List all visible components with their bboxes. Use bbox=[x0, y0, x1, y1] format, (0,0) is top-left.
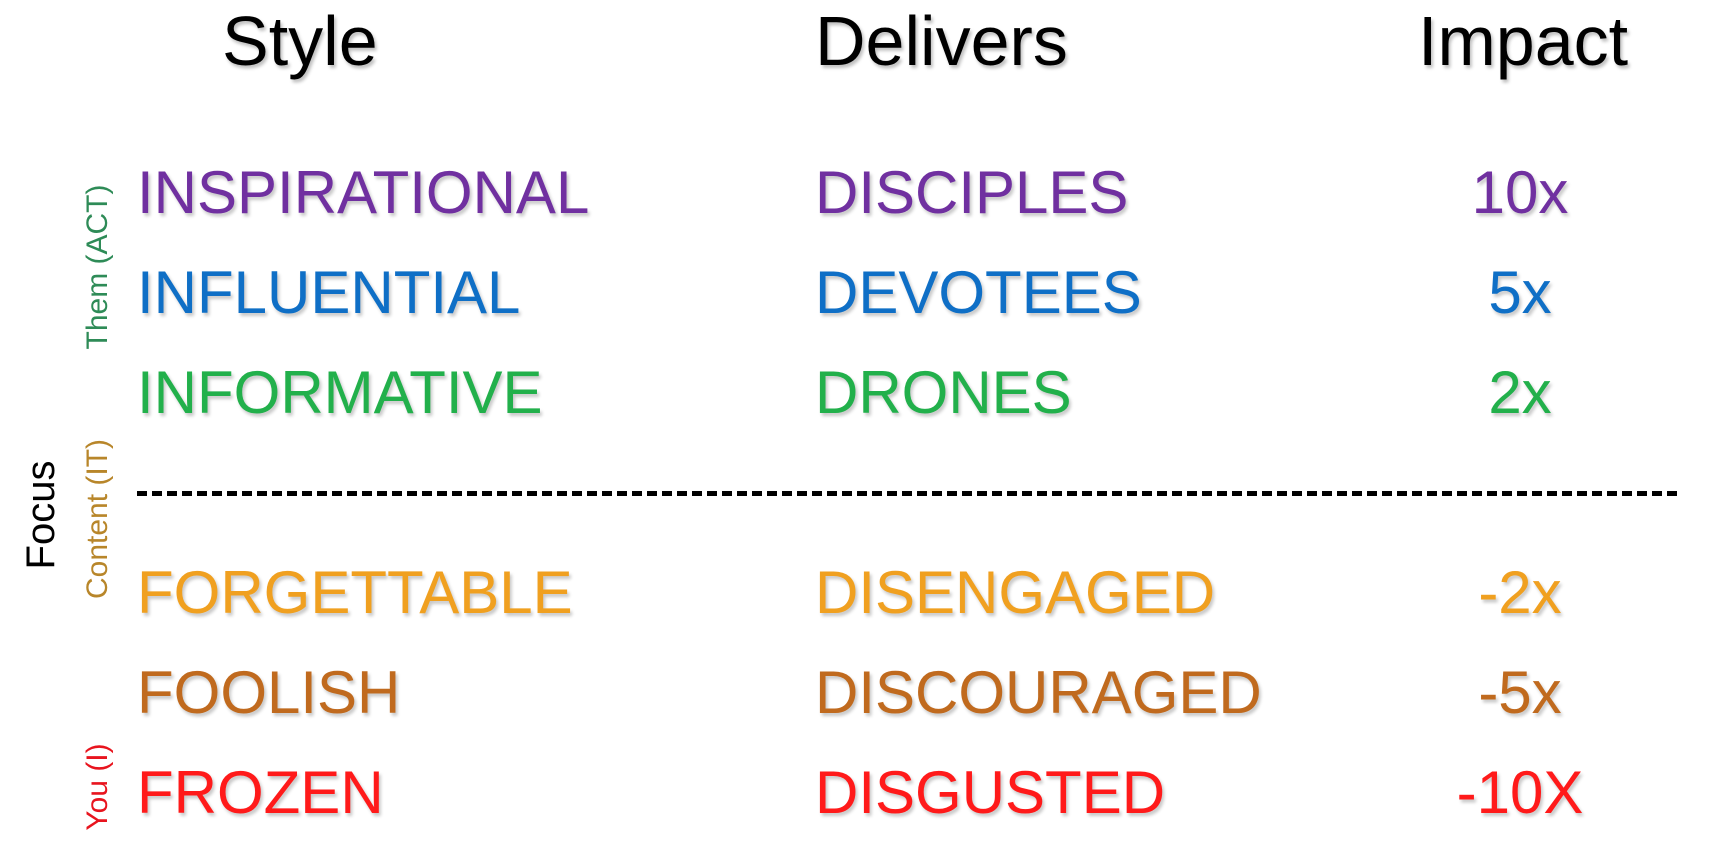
row-frozen: FROZEN DISGUSTED -10X bbox=[0, 763, 1710, 833]
style-cell: FORGETTABLE bbox=[137, 559, 573, 626]
impact-cell: -5x bbox=[1478, 659, 1562, 726]
delivers-cell: DEVOTEES bbox=[815, 259, 1142, 326]
row-forgettable: FORGETTABLE DISENGAGED -2x bbox=[0, 563, 1710, 633]
header-style: Style bbox=[222, 2, 378, 80]
delivers-cell: DRONES bbox=[815, 359, 1072, 426]
impact-cell: 5x bbox=[1488, 259, 1552, 326]
impact-cell: -2x bbox=[1478, 559, 1562, 626]
style-cell: FROZEN bbox=[137, 759, 384, 826]
style-cell: INFORMATIVE bbox=[137, 359, 543, 426]
impact-cell: -10X bbox=[1456, 759, 1584, 826]
impact-cell: 2x bbox=[1488, 359, 1552, 426]
row-foolish: FOOLISH DISCOURAGED -5x bbox=[0, 663, 1710, 733]
row-informative: INFORMATIVE DRONES 2x bbox=[0, 363, 1710, 433]
dashed-divider bbox=[137, 491, 1677, 496]
impact-cell: 10x bbox=[1471, 159, 1569, 226]
delivers-cell: DISCOURAGED bbox=[815, 659, 1262, 726]
style-cell: INFLUENTIAL bbox=[137, 259, 521, 326]
row-inspirational: INSPIRATIONAL DISCIPLES 10x bbox=[0, 163, 1710, 233]
row-influential: INFLUENTIAL DEVOTEES 5x bbox=[0, 263, 1710, 333]
header-impact: Impact bbox=[1418, 2, 1629, 80]
delivers-cell: DISENGAGED bbox=[815, 559, 1216, 626]
header-delivers: Delivers bbox=[815, 2, 1068, 80]
delivers-cell: DISCIPLES bbox=[815, 159, 1129, 226]
style-cell: INSPIRATIONAL bbox=[137, 159, 590, 226]
style-cell: FOOLISH bbox=[137, 659, 401, 726]
delivers-cell: DISGUSTED bbox=[815, 759, 1166, 826]
